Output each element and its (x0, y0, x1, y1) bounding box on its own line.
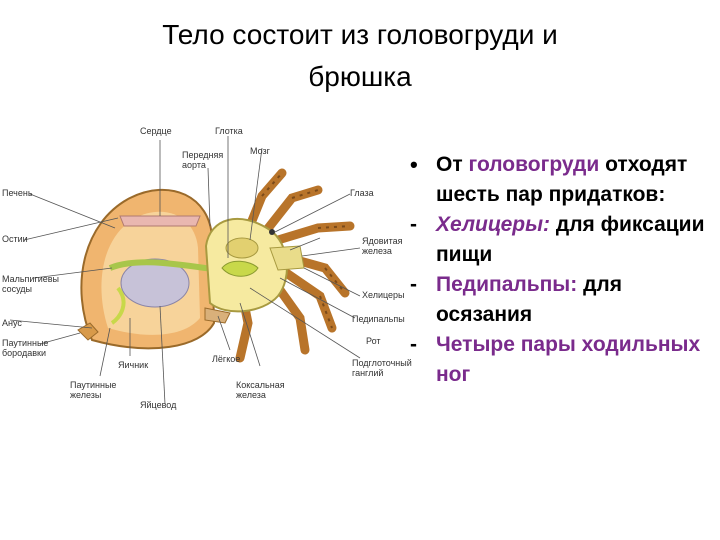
bullet-2-text: для фиксации пищи (436, 213, 705, 266)
label-glotka: Глотка (215, 126, 243, 136)
bullet-1-text: отходят шесть пар придатков: (436, 153, 688, 206)
brain (225, 237, 259, 259)
slide-title: Тело состоит из головогруди и брюшка (60, 14, 660, 98)
bullet-dash-marker: - (410, 273, 417, 296)
bullet-1-prefix: От (436, 153, 469, 176)
bullet-1-accent: головогруди (468, 153, 600, 176)
bullet-item-3: - Педипальпы: для осязания (404, 270, 714, 330)
bullet-item-1: • От головогруди отходят шесть пар прида… (404, 150, 714, 210)
bullet-dash-marker: - (410, 213, 417, 236)
label-anus: Анус (2, 318, 22, 328)
spider-anatomy-figure: Сердце Глотка Передняя аорта Мозг Печень… (0, 118, 412, 420)
bullet-item-2: - Хелицеры: для фиксации пищи (404, 210, 714, 270)
label-yadovitaya-zheleza: Ядовитая железа (362, 236, 403, 256)
spider-anatomy-drawing (9, 136, 361, 405)
ovary (120, 258, 190, 308)
bullet-item-4: - Четыре пары ходильных ног (404, 330, 714, 390)
label-yaichnik: Яичник (118, 360, 149, 370)
label-legkoe: Лёгкое (212, 354, 241, 364)
label-ostii: Остии (2, 234, 28, 244)
label-yaitsevod: Яйцевод (140, 400, 177, 410)
label-malpigievy-sosudy: Мальпигиевы сосуды (2, 274, 60, 294)
label-koksalnaya-zheleza: Коксальная железа (236, 380, 285, 400)
title-line-1: Тело состоит из головогруди и (162, 19, 558, 50)
bullet-4-accent: Четыре пары ходильных ног (436, 333, 701, 386)
eyes (269, 229, 275, 235)
bullet-dot-marker: • (410, 152, 418, 177)
title-line-2: брюшка (308, 61, 412, 92)
bullet-list: • От головогруди отходят шесть пар прида… (404, 150, 714, 390)
label-serdtse: Сердце (140, 126, 172, 136)
lung (204, 307, 231, 324)
leader-lines (9, 136, 361, 405)
label-pautinnye-zhelezy: Паутинные железы (70, 380, 117, 400)
label-pautinnye-borodavki: Паутинные бородавки (2, 338, 49, 358)
label-pedipalpy: Педипальпы (352, 314, 405, 324)
bullet-dash-marker: - (410, 333, 417, 356)
heart (119, 215, 201, 227)
label-khelitsery: Хелицеры (362, 290, 405, 300)
label-pechen: Печень (2, 188, 33, 198)
bullet-3-text: для осязания (436, 273, 623, 326)
label-rot: Рот (366, 336, 381, 346)
bullet-3-accent: Педипальпы: (436, 273, 578, 296)
label-glaza: Глаза (350, 188, 374, 198)
label-perednyaya-aorta: Передняя аорта (182, 150, 224, 170)
label-mozg: Мозг (250, 146, 270, 156)
label-podglotochny-ganglii: Подглоточный ганглий (352, 358, 412, 378)
bullet-2-accent: Хелицеры: (436, 213, 551, 236)
